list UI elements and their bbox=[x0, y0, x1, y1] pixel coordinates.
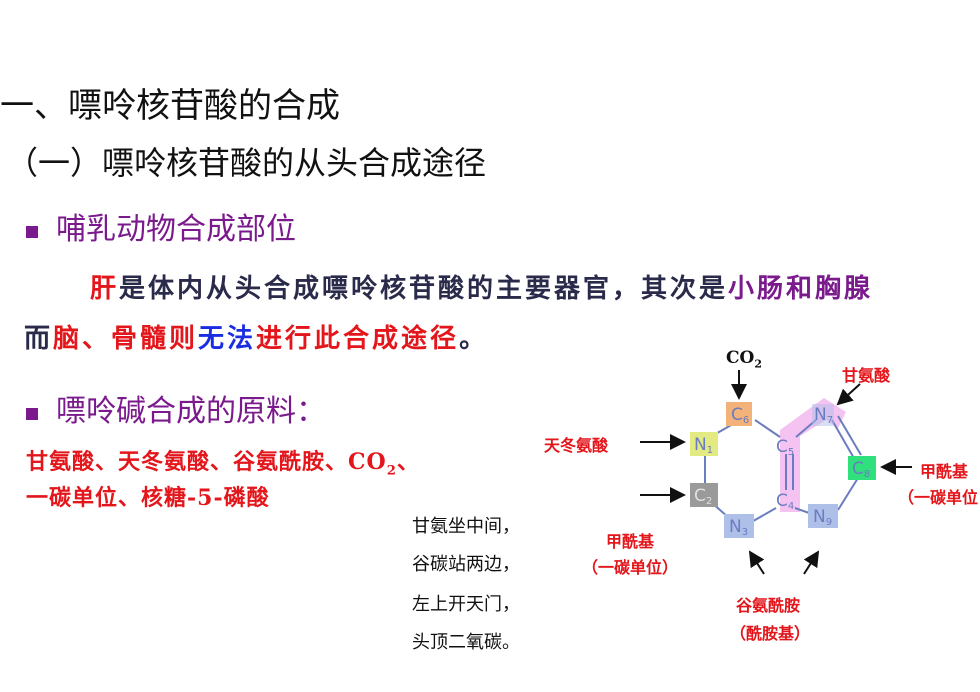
glycine-label: 甘氨酸 bbox=[842, 366, 891, 385]
glutamine-label-2: （酰胺基） bbox=[730, 624, 811, 643]
square-bullet-icon bbox=[26, 407, 38, 420]
text-run: 肝 bbox=[90, 274, 120, 304]
formyl-bottom-label-2: （一碳单位） bbox=[582, 558, 679, 577]
atom-n1: N1 bbox=[690, 432, 718, 456]
paragraph-line-2: 而脑、骨髓则无法进行此合成途径。 bbox=[24, 318, 488, 355]
section-heading-synthesis-site: 哺乳动物合成部位 bbox=[26, 204, 296, 248]
co2-text: CO bbox=[726, 348, 755, 368]
formyl-bottom-label-1: 甲酰基 bbox=[606, 532, 655, 551]
text-run: 是体内从头合成嘌呤核苷酸的主要器官，其次是 bbox=[119, 274, 729, 304]
atom-n9: N9 bbox=[808, 504, 838, 528]
materials-line-2: 一碳单位、核糖-5-磷酸 bbox=[26, 485, 270, 511]
section-heading-text: 嘌呤碱合成的原料： bbox=[56, 394, 326, 429]
text-run: 而 bbox=[24, 324, 54, 354]
glutamine-n3-arrow bbox=[748, 550, 765, 575]
section-heading-text: 哺乳动物合成部位 bbox=[56, 212, 296, 247]
materials-text: 、 bbox=[396, 449, 420, 475]
glutamine-label-1: 谷氨酰胺 bbox=[736, 596, 801, 615]
atom-c2: C2 bbox=[690, 483, 718, 507]
mnemonic-line: 左上开天门， bbox=[412, 594, 520, 615]
source-arrows bbox=[640, 370, 912, 575]
materials-line-1: 甘氨酸、天冬氨酸、谷氨酰胺、CO2、 bbox=[26, 444, 420, 478]
section-heading-raw-materials: 嘌呤碱合成的原料： bbox=[26, 386, 326, 430]
square-bullet-icon bbox=[26, 225, 38, 238]
text-run: 。 bbox=[459, 324, 489, 354]
co2-label: CO2 bbox=[726, 348, 762, 370]
formyl-right-label-2: （一碳单位 bbox=[898, 488, 979, 507]
subscript: 2 bbox=[754, 357, 762, 371]
atom-n3: N3 bbox=[724, 514, 754, 538]
glutamine-n9-arrow bbox=[803, 550, 820, 575]
text-run: 小肠和胸腺 bbox=[728, 274, 874, 304]
text-run: 进行此合成途径 bbox=[256, 324, 460, 354]
mnemonic-line: 头顶二氧碳。 bbox=[412, 632, 520, 653]
subscript: 2 bbox=[386, 463, 397, 479]
glycine-arrow bbox=[836, 383, 861, 406]
text-run: 脑、骨髓则 bbox=[53, 324, 199, 354]
text-run: 无法 bbox=[198, 324, 257, 354]
mnemonic-line: 谷碳站两边， bbox=[412, 554, 520, 575]
glycine-highlight bbox=[780, 398, 846, 512]
atom-c8: C8 bbox=[848, 456, 876, 480]
paragraph-line-1: 肝是体内从头合成嘌呤核苷酸的主要器官，其次是小肠和胸腺 bbox=[90, 268, 873, 305]
page-title: 一、嘌呤核苷酸的合成 bbox=[0, 86, 340, 126]
aspartate-label: 天冬氨酸 bbox=[544, 436, 609, 455]
materials-text: 甘氨酸、天冬氨酸、谷氨酰胺、CO bbox=[26, 449, 387, 475]
mnemonic-line: 甘氨坐中间， bbox=[412, 516, 520, 537]
page-subtitle: （一）嘌呤核苷酸的从头合成途径 bbox=[6, 144, 487, 182]
atom-c6: C6 bbox=[726, 402, 752, 426]
formyl-right-label-1: 甲酰基 bbox=[920, 462, 969, 481]
atom-n7: N7 bbox=[812, 404, 834, 426]
